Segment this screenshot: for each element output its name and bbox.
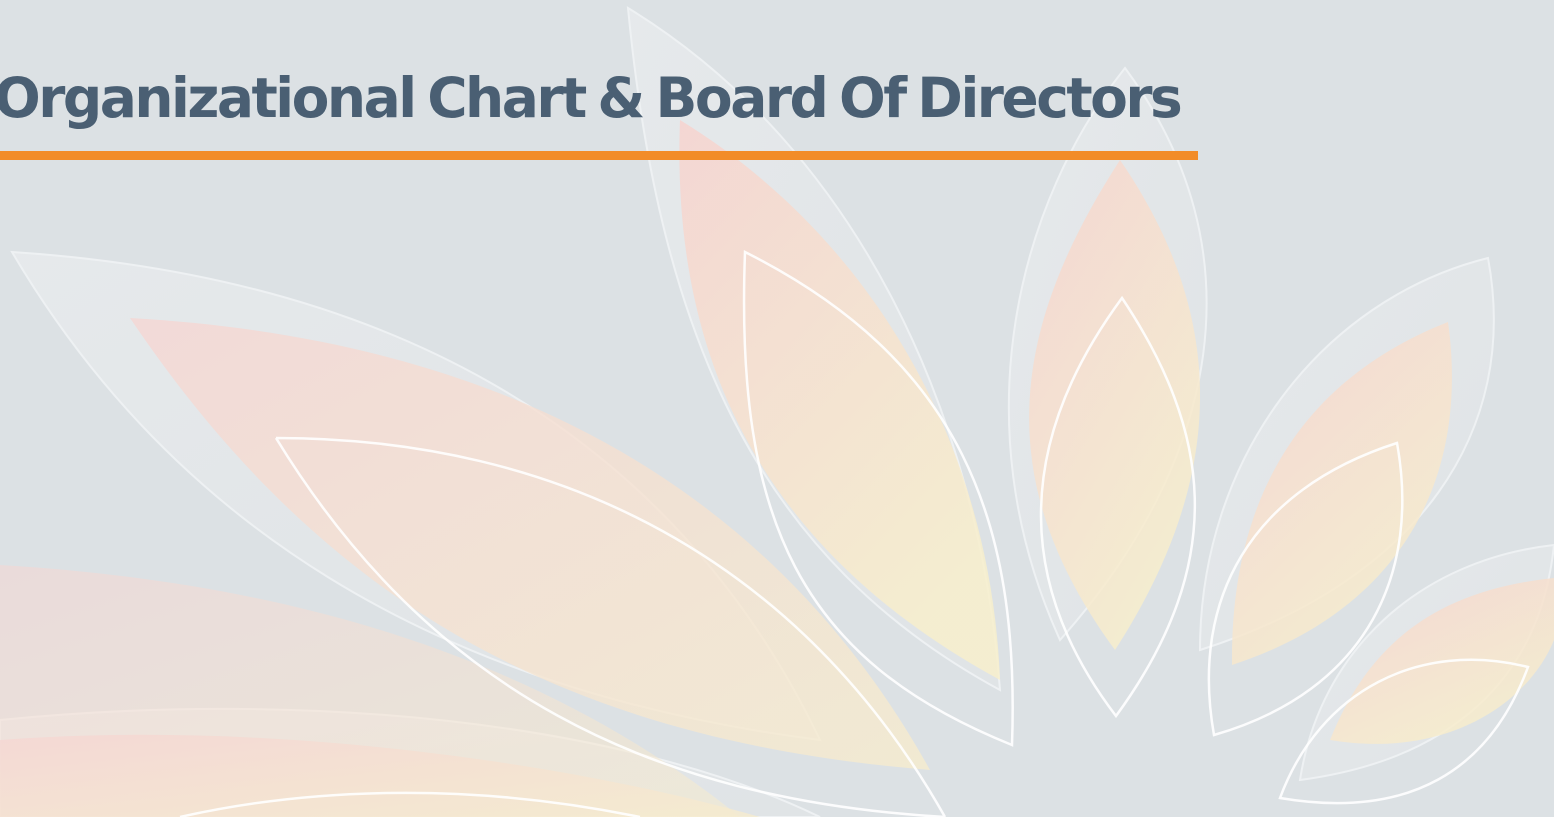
page-title: Organizational Chart & Board Of Director… [0,66,1183,130]
outline-petals [179,250,1530,817]
title-underline-divider [0,151,1198,160]
